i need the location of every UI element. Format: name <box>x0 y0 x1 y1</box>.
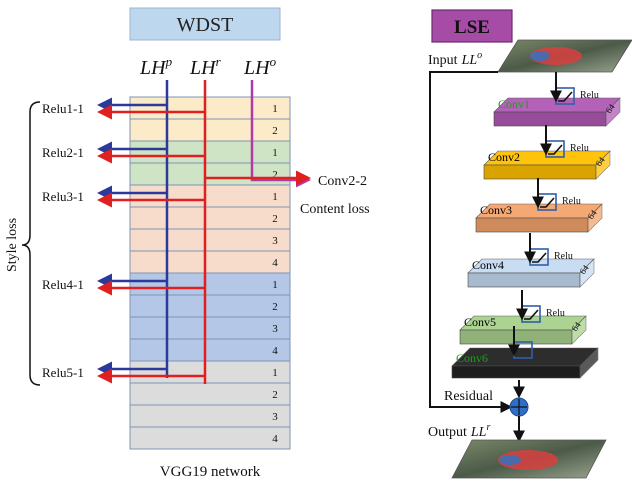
vgg-layer-row <box>129 228 291 252</box>
skip-connection-line <box>429 71 513 413</box>
style-loss-label: Style loss <box>5 218 20 272</box>
conv-layer-name: Conv6 <box>456 351 488 365</box>
vgg-layer-row <box>129 404 291 428</box>
vgg19-stack: 1 2 1 2 1 2 3 4 1 2 3 4 1 2 3 4 <box>129 96 291 450</box>
vgg-layer-row <box>129 316 291 340</box>
vgg-layer-number: 2 <box>272 213 278 225</box>
vgg-layer-row <box>129 250 291 274</box>
vgg-layer-row <box>129 382 291 406</box>
vgg-layer-number: 4 <box>272 345 278 357</box>
conv-layer-block: Conv6 <box>451 326 599 379</box>
input-label-lhr: LHr <box>189 54 222 79</box>
vgg-layer-row <box>129 96 291 120</box>
relu-text: Relu <box>562 196 581 207</box>
relu-label: Relu1-1 <box>42 101 84 116</box>
conv-layer-name: Conv2 <box>488 150 520 164</box>
vgg-layer-row <box>129 118 291 142</box>
output-image <box>451 439 607 479</box>
lse-title: LSE <box>454 17 490 38</box>
style-loss-brace <box>21 101 41 386</box>
wdst-title: WDST <box>177 14 234 36</box>
vgg-layer-row <box>129 140 291 164</box>
content-loss-label: Content loss <box>300 202 370 217</box>
content-layer-label: Conv2-2 <box>318 174 367 189</box>
vgg-layer-row <box>129 294 291 318</box>
vgg-layer-number: 3 <box>272 411 278 423</box>
conv-layer-name: Conv4 <box>472 258 504 272</box>
vgg-layer-number: 1 <box>272 191 278 203</box>
relu-text: Relu <box>554 251 573 262</box>
vgg-layer-number: 4 <box>272 433 278 445</box>
input-image <box>497 39 632 73</box>
vgg-layer-number: 3 <box>272 323 278 335</box>
relu-label: Relu4-1 <box>42 277 84 292</box>
lho-feed-line <box>250 80 311 188</box>
add-icon <box>509 397 529 417</box>
lse-title-box <box>431 9 513 43</box>
vgg-layer-number: 2 <box>272 301 278 313</box>
vgg-layer-row <box>129 206 291 230</box>
vgg-layer-number: 4 <box>272 257 278 269</box>
vgg-layer-number: 1 <box>272 103 278 115</box>
vgg-layer-number: 2 <box>272 389 278 401</box>
vgg19-network-label: VGG19 network <box>160 464 261 480</box>
relu-label: Relu3-1 <box>42 189 84 204</box>
wdst-panel: WDST LHp LHr LHo 1 2 1 2 1 2 3 4 1 2 3 4 1 2 3 4 Relu1-… <box>5 7 370 480</box>
relu-label: Relu5-1 <box>42 365 84 380</box>
wdst-title-box <box>129 7 281 41</box>
conv-layer-name: Conv1 <box>498 97 530 111</box>
vgg-layer-number: 1 <box>272 279 278 291</box>
lse-conv-layers: Conv1Relu64Conv2Relu64Conv3Relu64Conv4Re… <box>451 72 621 399</box>
vgg-layer-row <box>129 360 291 384</box>
vgg-layer-row <box>129 272 291 296</box>
relu-label: Relu2-1 <box>42 145 84 160</box>
residual-label: Residual <box>444 389 493 404</box>
vgg-layer-row <box>129 426 291 450</box>
conv-layer-name: Conv3 <box>480 203 512 217</box>
conv-layer-name: Conv5 <box>464 315 496 329</box>
vgg-layer-number: 1 <box>272 147 278 159</box>
vgg-layer-number: 3 <box>272 235 278 247</box>
vgg-layer-number: 2 <box>272 125 278 137</box>
input-label-lhp: LHp <box>139 54 173 79</box>
relu-text: Relu <box>580 90 599 101</box>
relu-text: Relu <box>546 308 565 319</box>
vgg-layer-row <box>129 184 291 208</box>
vgg-layer-row <box>129 338 291 362</box>
wdst-input-labels: LHp LHr LHo <box>139 54 277 79</box>
vgg-layer-number: 1 <box>272 367 278 379</box>
vgg-layer-row <box>129 162 291 186</box>
input-label-lho: LHo <box>243 54 277 79</box>
relu-text: Relu <box>570 143 589 154</box>
vgg-layer-number: 2 <box>272 169 278 181</box>
